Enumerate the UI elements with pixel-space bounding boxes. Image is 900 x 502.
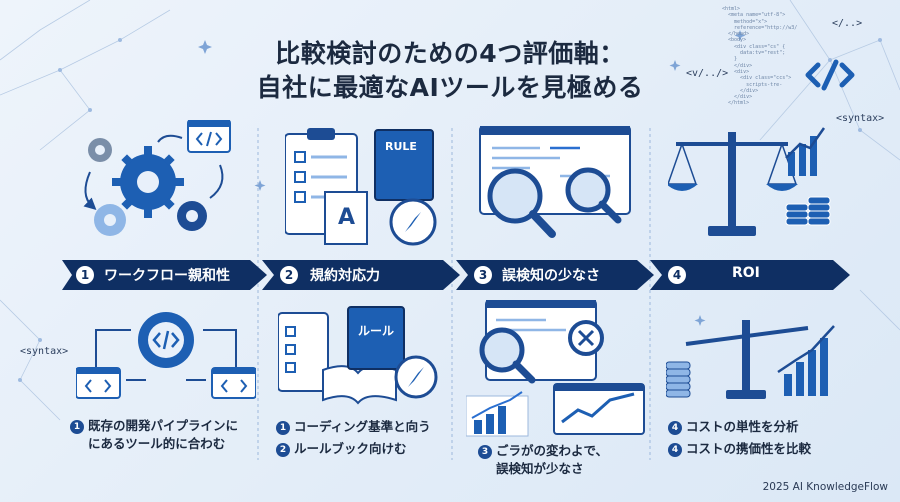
axis-number-4: 4 [668,266,686,284]
caption-false-positive-1: 3 ごラがの変わよで、 [478,440,608,459]
caption-false-positive-2: 誤検知が少なさ [496,458,584,477]
caption-text: コストの携価性を比較 [686,441,812,456]
rule-book-label: RULE [385,140,417,153]
axis-label-rules: 規約対応力 [310,268,380,284]
caption-number: 3 [478,445,492,459]
workflow-gears-illustration [83,120,231,236]
axis-label-false-positives: 誤検知の少なさ [502,268,600,284]
rules-checklist-illustration: A RULE [285,128,437,246]
caption-workflow-1: 1 既存の開発パイプラインに [70,415,238,434]
axis-banner-1: 1 ワークフロー親和性 [62,260,267,290]
axis-label-workflow: ワークフロー親和性 [104,268,230,284]
caption-text: ごラがの変わよで、 [496,443,609,458]
code-snippet-decoration: <html> <meta name="utf-8"> method="x"> r… [722,6,798,107]
axis-banner-4: 4 ROI [650,260,850,290]
caption-number: 2 [276,443,290,457]
footer-credit: 2025 AI KnowledgeFlow [762,481,888,493]
code-tag-decoration-2: <v/../> [686,68,729,79]
caption-text: 誤検知が少なさ [496,461,584,476]
syntax-tag-right: <syntax> [836,113,885,124]
caption-rules-1: 1 コーディング基準と向う [276,416,431,435]
caption-text: にあるツール的に合わむ [88,436,226,451]
syntax-tag-left: <syntax> [20,346,69,357]
roi-scale-illustration [668,127,831,236]
caption-number: 1 [70,420,84,434]
code-tag-decoration: </..> [832,18,863,29]
caption-number: 4 [668,421,682,435]
axis-banner-3: 3 誤検知の少なさ [456,260,654,290]
axis-number-2: 2 [280,266,298,284]
caption-text: コーディング基準と向う [294,419,431,434]
caption-workflow-2: にあるツール的に合わむ [88,433,225,452]
axis-label-roi: ROI [732,265,760,281]
caption-text: コストの単性を分析 [686,419,799,434]
caption-text: ルールブック向けむ [294,441,407,456]
svg-text:A: A [338,205,355,230]
rulebook-illustration: ルール [278,306,438,405]
pipeline-integration-illustration [76,312,256,399]
false-positive-chart-illustration [466,300,645,437]
axis-number-1: 1 [76,266,94,284]
page-title-line-2: 自社に最適なAIツールを見極める [256,73,644,102]
caption-rules-2: 2 ルールブック向けむ [276,438,407,457]
axis-number-3: 3 [474,266,492,284]
caption-text: 既存の開発パイプラインに [88,418,239,433]
rule-book-label-jp: ルール [358,324,394,338]
caption-number: 4 [668,443,682,457]
caption-roi-1: 4 コストの単性を分析 [668,416,799,435]
axis-banner-2: 2 規約対応力 [262,260,460,290]
caption-number: 1 [276,421,290,435]
code-review-magnifier-illustration [479,126,631,238]
cost-comparison-illustration [666,320,835,399]
page-title-line-1: 比較検討のための4つ評価軸： [275,39,625,68]
caption-roi-2: 4 コストの携価性を比較 [668,438,811,457]
